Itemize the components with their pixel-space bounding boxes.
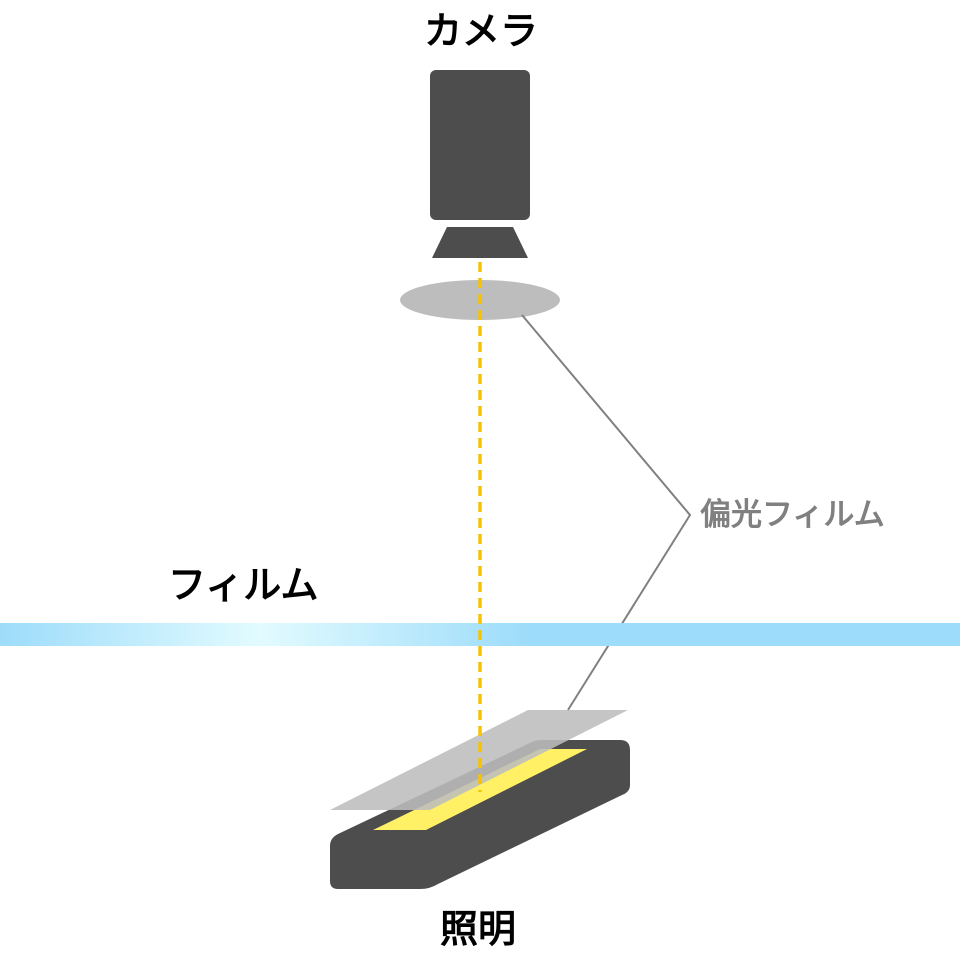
camera-lens <box>432 227 528 258</box>
camera-label: カメラ <box>424 9 539 53</box>
polarizing-film-label: 偏光フィルム <box>700 497 885 533</box>
polarizer-leader-line <box>521 314 692 711</box>
illumination-base <box>330 740 630 889</box>
camera-body <box>430 70 530 220</box>
illumination-label: 照明 <box>440 907 517 951</box>
film-label: フィルム <box>168 563 319 607</box>
